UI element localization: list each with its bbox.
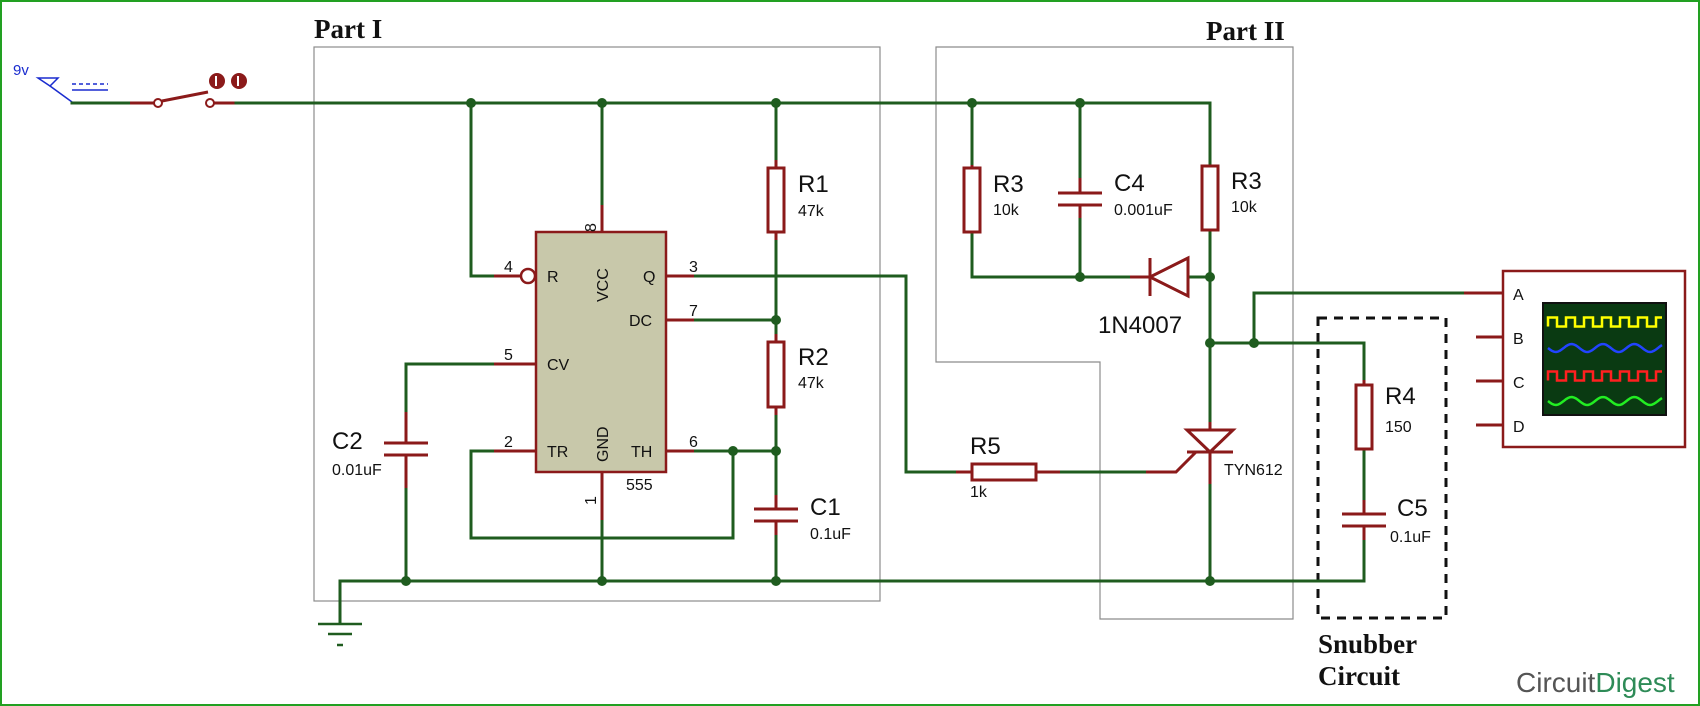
- r3-left-value: 10k: [993, 202, 1020, 219]
- logo-part2: Digest: [1595, 667, 1675, 698]
- r4-value: 150: [1385, 419, 1412, 436]
- part1-box: [313, 46, 881, 602]
- ic-pinnum-dc: 7: [689, 303, 698, 320]
- scope-channel-d: D: [1513, 419, 1525, 436]
- capacitor-c5: C5 0.1uF: [1342, 495, 1431, 546]
- part1-heading: Part I: [314, 14, 382, 44]
- capacitor-c1: C1 0.1uF: [754, 494, 851, 543]
- snubber-heading-line2: Circuit: [1318, 661, 1400, 691]
- scope-channel-b: B: [1513, 331, 1524, 348]
- r3-right-name: R3: [1231, 168, 1262, 195]
- scr-tyn612: TYN612: [1146, 422, 1283, 484]
- resistor-r5: R5 1k: [956, 433, 1060, 501]
- trace-sine-blue: [1547, 342, 1663, 354]
- scope-channel-a: A: [1513, 287, 1524, 304]
- snubber-heading-line1: Snubber: [1318, 629, 1417, 659]
- ic-pin-th: TH: [631, 444, 652, 461]
- wires: [234, 101, 1466, 624]
- ic-pin-dc: DC: [629, 313, 652, 330]
- r4-name: R4: [1385, 383, 1416, 410]
- svg-text:CircuitDigest: CircuitDigest: [1516, 667, 1675, 698]
- resistor-r1: R1 47k: [766, 160, 829, 240]
- trace-square-red: [1546, 370, 1662, 382]
- supply-terminal: 9v: [13, 62, 108, 103]
- ic-pin-tr: TR: [547, 444, 568, 461]
- resistor-r3-right: R3 10k: [1200, 164, 1262, 232]
- c5-value: 0.1uF: [1390, 529, 1431, 546]
- ic-pinnum-th: 6: [689, 434, 698, 451]
- r2-name: R2: [798, 344, 829, 371]
- part2-box: [935, 46, 1294, 620]
- r3-right-value: 10k: [1231, 199, 1258, 216]
- ic-pin-vcc: VCC: [595, 268, 612, 302]
- junctions: [401, 98, 1259, 586]
- part2-heading: Part II: [1206, 16, 1285, 46]
- scope-channel-c: C: [1513, 375, 1525, 392]
- resistor-r2: R2 47k: [766, 334, 829, 415]
- ic-pinnum-gnd: 1: [583, 496, 600, 505]
- supply-label: 9v: [13, 62, 29, 79]
- ic-pinnum-q: 3: [689, 259, 698, 276]
- r2-value: 47k: [798, 375, 825, 392]
- c2-name: C2: [332, 428, 363, 455]
- ic-pinnum-vcc: 8: [583, 223, 600, 232]
- ic-pin-gnd: GND: [595, 426, 612, 462]
- diode-name: 1N4007: [1098, 312, 1182, 339]
- oscilloscope: A B C D: [1464, 269, 1687, 449]
- r5-name: R5: [970, 433, 1001, 460]
- trace-sine-green: [1547, 395, 1663, 407]
- c4-value: 0.001uF: [1114, 202, 1173, 219]
- r1-name: R1: [798, 171, 829, 198]
- c2-value: 0.01uF: [332, 462, 382, 479]
- ic-555: R CV TR Q DC TH VCC GND 4 5 2 3 7 6 8 1 …: [494, 205, 698, 520]
- r1-value: 47k: [798, 203, 825, 220]
- snubber-box: [1316, 316, 1448, 620]
- capacitor-c2: C2 0.01uF: [332, 412, 428, 488]
- power-switch: [130, 73, 247, 108]
- ic-pin-cv: CV: [547, 357, 570, 374]
- r5-value: 1k: [970, 484, 988, 501]
- ic-pinnum-r: 4: [504, 259, 513, 276]
- trace-square-yellow: [1546, 316, 1662, 328]
- r3-left-name: R3: [993, 171, 1024, 198]
- c1-value: 0.1uF: [810, 526, 851, 543]
- c1-name: C1: [810, 494, 841, 521]
- ic-name: 555: [626, 477, 653, 494]
- resistor-r3-left: R3 10k: [962, 165, 1024, 234]
- c4-name: C4: [1114, 170, 1145, 197]
- resistor-r4: R4 150: [1354, 380, 1416, 451]
- ic-pin-q: Q: [643, 269, 655, 286]
- diode-1n4007: 1N4007: [1098, 255, 1190, 339]
- ground-symbol: [318, 622, 362, 647]
- ic-pinnum-tr: 2: [504, 434, 513, 451]
- scr-name: TYN612: [1224, 462, 1283, 479]
- ic-pinnum-cv: 5: [504, 347, 513, 364]
- scope-traces: [1546, 316, 1663, 407]
- capacitor-c4: C4 0.001uF: [1058, 170, 1173, 219]
- logo-part1: Circuit: [1516, 667, 1596, 698]
- c5-name: C5: [1397, 495, 1428, 522]
- circuitdigest-logo: CircuitDigest: [1516, 667, 1675, 698]
- ic-pin-r: R: [547, 269, 559, 286]
